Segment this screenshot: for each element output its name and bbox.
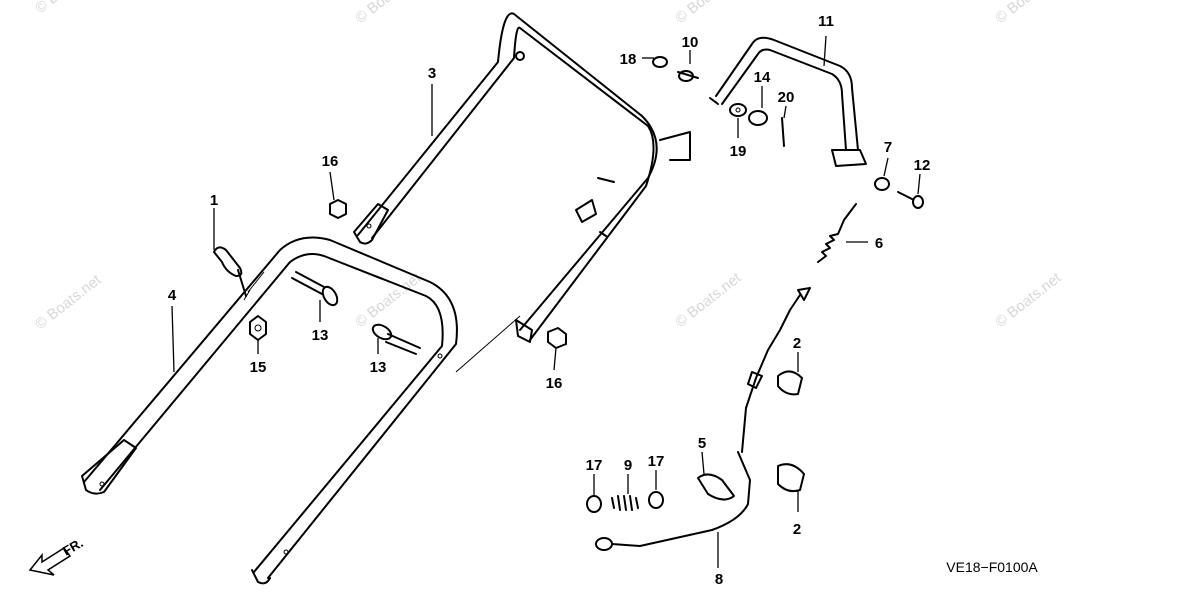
brake-bar-part[interactable] — [709, 36, 867, 167]
watermark-text: © Boats.net — [672, 269, 745, 331]
callout-label: 5 — [698, 435, 706, 452]
watermark-text: © Boats.net — [352, 269, 425, 331]
collar-part[interactable] — [748, 110, 768, 126]
callout-label: 8 — [715, 571, 723, 588]
callout-label: 2 — [793, 521, 801, 538]
callout-label: 6 — [875, 235, 883, 252]
callout-labels: 1 2 2 3 4 5 6 7 8 9 10 11 12 13 13 14 15… — [168, 13, 931, 588]
return-spring-part[interactable] — [817, 203, 857, 263]
callout-label: 20 — [778, 89, 795, 106]
watermark-text: © Boats.net — [992, 269, 1065, 331]
control-cable-part[interactable] — [595, 287, 811, 551]
front-marker: FR. — [28, 535, 86, 576]
washer-part-left[interactable] — [586, 495, 602, 513]
washer-part-right[interactable] — [648, 491, 664, 509]
callout-label: 2 — [793, 335, 801, 352]
watermark-text: © Boats.net — [992, 0, 1065, 27]
nut-part[interactable] — [249, 315, 267, 341]
watermark-text: © Boats.net — [672, 0, 745, 27]
watermark-text: © Boats.net — [32, 271, 105, 333]
compression-spring-part[interactable] — [611, 495, 639, 511]
front-arrow-icon — [28, 546, 72, 576]
callout-label: 3 — [428, 65, 436, 82]
callout-label: 12 — [914, 157, 931, 174]
callout-label: 9 — [624, 457, 632, 474]
watermark-text: © Boats.net — [32, 0, 105, 17]
callout-label: 18 — [620, 51, 637, 68]
callout-label: 14 — [754, 69, 771, 86]
lower-handle-part[interactable] — [81, 236, 458, 585]
callout-label: 13 — [370, 359, 387, 376]
cable-clamp-part[interactable] — [697, 473, 735, 501]
callout-label: 11 — [818, 13, 834, 30]
callout-label: 17 — [648, 453, 665, 470]
watermark-text: © Boats.net — [352, 0, 425, 27]
callout-label: 13 — [312, 327, 329, 344]
spring-clip-part[interactable] — [677, 70, 699, 82]
upper-handle-part[interactable] — [353, 12, 691, 373]
bolt-part-upper[interactable] — [291, 271, 340, 308]
screw-part[interactable] — [897, 191, 924, 209]
callout-label: 19 — [730, 143, 747, 160]
cap-nut-part[interactable] — [874, 177, 890, 191]
cable-holder-part-upper[interactable] — [777, 370, 803, 396]
leader-lines — [171, 35, 921, 568]
spacer-part[interactable] — [652, 56, 668, 68]
callout-label: 10 — [682, 34, 699, 51]
callout-label: 4 — [168, 287, 177, 304]
pin-part[interactable] — [781, 117, 785, 147]
diagram-code: VE18−F0100A — [946, 559, 1038, 575]
flange-nut-part-upper[interactable] — [329, 199, 347, 219]
callout-label: 7 — [884, 139, 892, 156]
callout-label: 17 — [586, 457, 603, 474]
callout-label: 16 — [546, 375, 563, 392]
flange-nut-part-lower[interactable] — [547, 327, 567, 349]
callout-label: 1 — [210, 192, 218, 209]
bolt-part-lower[interactable] — [370, 322, 421, 355]
callout-label: 15 — [250, 359, 267, 376]
washer-part[interactable] — [729, 103, 747, 117]
cable-clip-part[interactable] — [213, 246, 247, 297]
callout-label: 16 — [322, 153, 339, 170]
cable-holder-part-lower[interactable] — [777, 463, 805, 493]
